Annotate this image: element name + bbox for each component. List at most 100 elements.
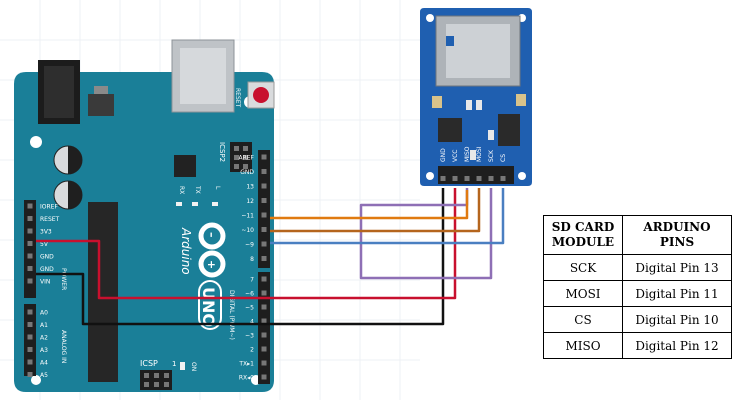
voltage-regulator [88, 94, 114, 116]
digital-pin-label: 4 [250, 319, 254, 326]
header-pin[interactable] [261, 256, 267, 261]
table-header-arduino-pins: ARDUINO PINS [622, 215, 732, 255]
header-pin[interactable] [27, 241, 33, 246]
rx-label: RX [178, 186, 185, 194]
table-cell-module-pin: CS [543, 306, 623, 333]
header-pin[interactable] [27, 266, 33, 271]
svg-text:+: + [205, 260, 218, 269]
rx-led [176, 202, 182, 206]
on-label: ON [190, 362, 197, 371]
wire-miso[interactable] [359, 188, 493, 280]
power-header [24, 200, 36, 298]
digital-group-label: DIGITAL (PWM~) [228, 290, 235, 340]
mounting-hole [30, 136, 42, 148]
sd-header-pin[interactable] [500, 176, 506, 181]
l-led [212, 202, 218, 206]
header-pin[interactable] [27, 309, 33, 315]
header-pin[interactable] [27, 216, 33, 221]
power-pin-label: GND [40, 254, 54, 261]
digital-pin-label: RX◂0 [239, 375, 254, 382]
header-pin[interactable] [27, 372, 33, 377]
header-pin[interactable] [27, 203, 33, 209]
analog-pin-label: A5 [40, 372, 48, 379]
table-row: CS Digital Pin 10 [543, 306, 732, 333]
table-row: SCK Digital Pin 13 [543, 254, 732, 281]
digital-pin-label: ~3 [245, 333, 254, 340]
sd-header-pin[interactable] [440, 176, 446, 181]
header-pin[interactable] [261, 346, 267, 352]
l-label: L [214, 186, 221, 190]
header-pin[interactable] [27, 347, 33, 352]
header-pin[interactable] [27, 228, 33, 234]
sd-pin-header [438, 166, 514, 184]
analog-pin-label: A1 [40, 322, 48, 329]
digital-pin-label: 8 [250, 256, 254, 263]
header-pin[interactable] [261, 198, 267, 203]
sd-card-slot-window [446, 24, 510, 78]
icsp-pin1-label: 1 [172, 360, 176, 368]
digital-pin-label: 12 [246, 198, 254, 205]
sd-header-pin[interactable] [488, 176, 494, 181]
table-cell-arduino-pin: Digital Pin 13 [622, 254, 732, 281]
microcontroller-chip [88, 202, 118, 382]
arduino-board: RESET ICSP2 RX TX L – + Arduino UNO ON [14, 39, 275, 392]
digital-pin-label: ~9 [245, 242, 254, 249]
digital-pin-label: ~11 [241, 213, 254, 220]
digital-pin-label: 2 [250, 347, 254, 354]
digital-pin-label: ~10 [241, 227, 254, 234]
power-pin-label: RESET [40, 216, 60, 223]
table-cell-module-pin: SCK [543, 254, 623, 281]
analog-group-label: ANALOG IN [60, 330, 67, 363]
pin-mapping-table: SD CARD MODULE ARDUINO PINS SCK Digital … [543, 215, 732, 359]
header-pin[interactable] [27, 359, 33, 365]
header-pin[interactable] [261, 183, 267, 189]
header-pin[interactable] [27, 278, 33, 284]
svg-text:–: – [205, 232, 218, 238]
power-pin-label: 5V [40, 241, 49, 248]
header-pin[interactable] [27, 322, 33, 327]
header-pin[interactable] [261, 332, 267, 338]
power-pin-label: IOREF [40, 204, 58, 211]
header-pin[interactable] [261, 154, 267, 160]
wire-sck[interactable] [270, 190, 469, 220]
reset-label: RESET [234, 88, 241, 108]
header-pin[interactable] [261, 290, 267, 296]
power-pin-label: VIN [40, 279, 50, 286]
header-pin[interactable] [261, 241, 267, 247]
digital-pin-label: ~6 [245, 291, 254, 298]
header-pin[interactable] [261, 227, 267, 232]
sd-pin-label: MOSI [476, 146, 483, 162]
sd-mounting-hole [518, 172, 526, 180]
capacitor-marking [68, 146, 82, 174]
digital-pin-label: 7 [250, 277, 254, 284]
header-pin[interactable] [261, 169, 267, 174]
digital-pin-label: 13 [246, 184, 254, 191]
sd-header-pin[interactable] [464, 176, 470, 181]
sd-header-pin[interactable] [452, 176, 458, 181]
sd-mounting-hole [426, 14, 434, 22]
header-pin[interactable] [27, 253, 33, 259]
sd-header-pin[interactable] [476, 176, 482, 181]
header-pin[interactable] [261, 374, 267, 380]
digital-pin-label: AREF [238, 155, 254, 162]
header-pin[interactable] [261, 276, 267, 282]
brand-label: Arduino [179, 227, 193, 275]
sd-pin-label: SCK [488, 149, 495, 162]
wire-vcc[interactable] [36, 188, 457, 300]
header-pin[interactable] [261, 304, 267, 310]
wire-mosi[interactable] [270, 188, 481, 233]
table-cell-arduino-pin: Digital Pin 11 [622, 280, 732, 307]
table-row: MOSI Digital Pin 11 [543, 280, 732, 307]
header-pin[interactable] [261, 212, 267, 218]
header-pin[interactable] [261, 318, 267, 324]
capacitor-marking [68, 181, 82, 209]
header-pin[interactable] [261, 360, 267, 366]
reset-button-cap[interactable] [253, 87, 269, 103]
wire-cs[interactable] [270, 188, 505, 245]
sd-pin-label: GND [440, 148, 447, 162]
tx-label: TX [194, 185, 201, 194]
header-pin[interactable] [27, 334, 33, 340]
analog-pin-label: A0 [40, 310, 48, 317]
table-cell-module-pin: MISO [543, 332, 623, 359]
usb-connector-inner [180, 48, 226, 104]
